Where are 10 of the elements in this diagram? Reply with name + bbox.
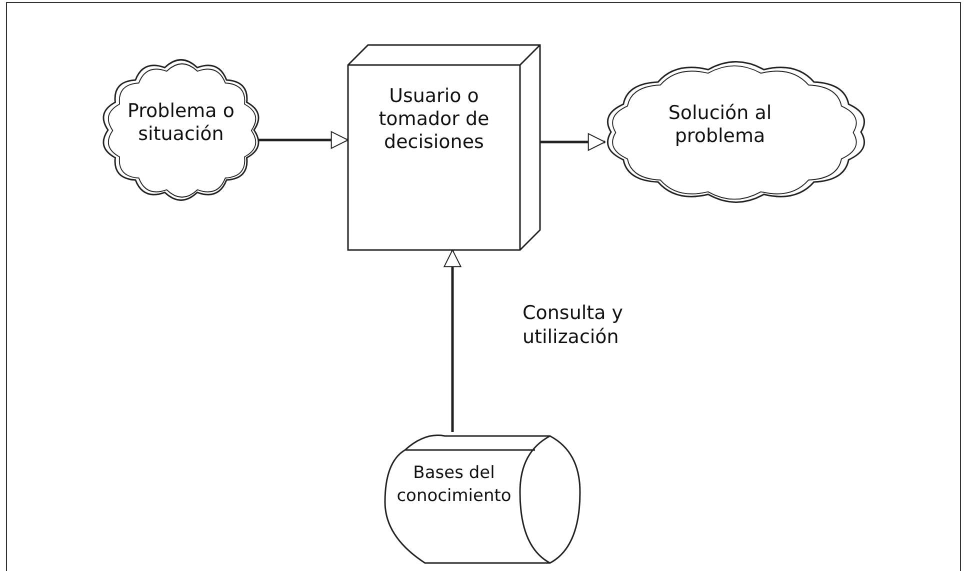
cloud-shape — [102, 60, 260, 200]
arrow — [538, 133, 606, 151]
node-text: Usuario o tomador de decisiones — [378, 85, 490, 154]
node-text: Bases del conocimiento — [396, 462, 512, 508]
cloud-shape — [605, 62, 867, 202]
arrow — [258, 131, 348, 149]
node-text: Problema o situación — [126, 100, 236, 146]
node-text: Solución al problema — [667, 102, 773, 148]
arrow — [444, 250, 462, 432]
cube-box — [348, 45, 540, 250]
